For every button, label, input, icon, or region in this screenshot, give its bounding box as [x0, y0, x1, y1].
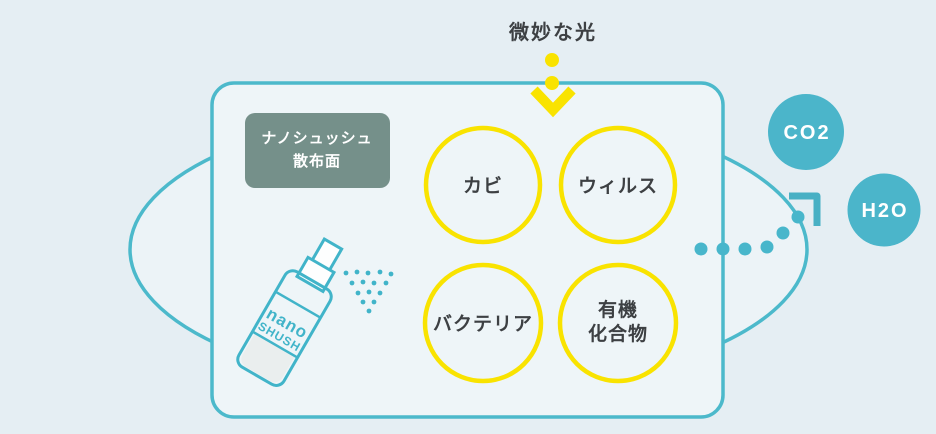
bottle-base-shading — [241, 333, 295, 383]
mist-dot — [365, 270, 371, 276]
light-dot-1 — [545, 53, 559, 67]
mist-dot — [343, 270, 349, 276]
mist-dot — [366, 308, 372, 314]
mist-dot — [349, 280, 355, 286]
trajectory-dot — [791, 210, 805, 224]
co2-bubble — [768, 94, 844, 170]
bottle-divider-top — [275, 291, 321, 319]
target-label-organic-line2: 化合物 — [588, 322, 648, 345]
mist-dot — [377, 290, 383, 296]
bottle-divider-bottom — [252, 330, 298, 359]
mist-dot — [371, 280, 377, 286]
surface-tag-line2: 散布面 — [293, 152, 341, 170]
h2o-bubble — [847, 173, 921, 247]
trajectory-dot — [776, 226, 790, 240]
mist-dot — [360, 279, 366, 285]
target-label-organic-line1: 有機 — [598, 298, 638, 321]
mist-dot — [388, 271, 394, 277]
target-circle-bacteria — [422, 262, 544, 384]
chevron-down-icon — [530, 86, 576, 118]
mist-dot — [360, 299, 366, 305]
bottle-collar — [294, 255, 337, 294]
bottle-body — [236, 269, 333, 387]
mist-dot — [383, 280, 389, 286]
h2o-label: H2O — [861, 200, 908, 222]
trajectory-dot — [716, 242, 730, 256]
mist-dot — [366, 289, 372, 295]
mist-dot — [354, 269, 360, 275]
trajectory-dot — [738, 242, 752, 256]
light-label: 微妙な光 — [508, 20, 597, 44]
surface-tag-line1: ナノシュッシュ — [261, 130, 372, 147]
spray-mist-dots — [343, 269, 394, 314]
target-label-virus: ウィルス — [578, 175, 658, 197]
light-dot-2 — [545, 76, 559, 90]
arrow-up-right-icon — [789, 192, 821, 226]
mist-dot — [355, 290, 361, 296]
trajectory-dot — [694, 242, 708, 256]
target-label-bacteria: バクテリア — [433, 313, 533, 335]
mist-dot — [377, 269, 383, 275]
surface-tag — [245, 113, 390, 188]
target-label-mold: カビ — [463, 175, 503, 197]
mist-dot — [371, 299, 377, 305]
target-circle-organic — [557, 262, 679, 384]
target-circle-virus — [558, 125, 678, 245]
gas-trajectory-dots — [694, 210, 805, 256]
trajectory-dot — [760, 240, 774, 254]
spray-bottle-illustration: nano SHUSH — [236, 237, 344, 387]
target-circle-mold — [423, 125, 543, 245]
co2-label: CO2 — [783, 122, 830, 144]
